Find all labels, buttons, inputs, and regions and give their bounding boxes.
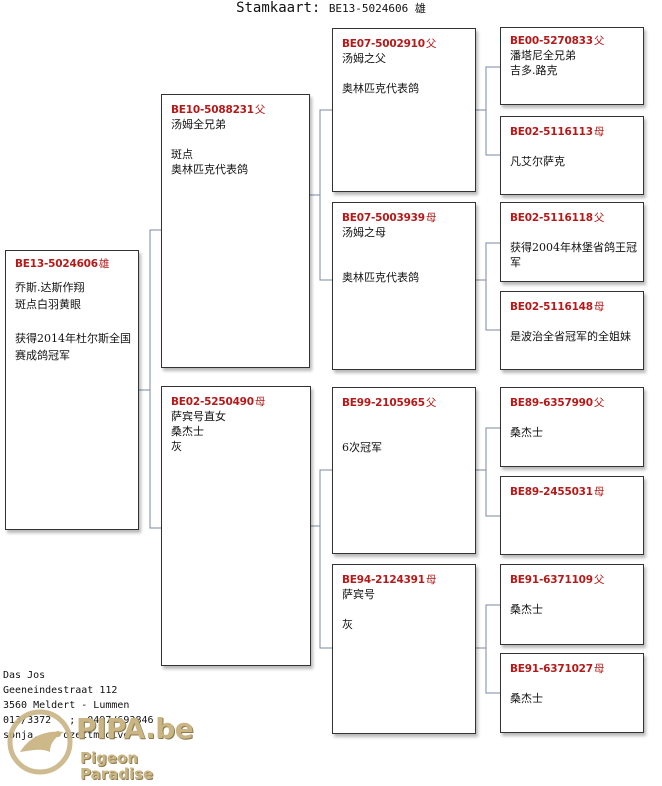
subject-ring: BE13-5024606雄 bbox=[15, 258, 110, 270]
owner-phone: 013/3372 ; 0497/693846 bbox=[3, 715, 154, 726]
fff-info: 潘塔尼全兄弟 吉多.路克 bbox=[510, 49, 576, 77]
pigeon-logo-icon bbox=[7, 709, 73, 775]
mmm-pigeon-card[interactable]: BE91-6371027母 桑杰士 bbox=[500, 653, 644, 733]
subject-pigeon-card[interactable]: BE13-5024606雄 乔斯.达斯作翔 斑点白羽黄眼 获得2014年杜尔斯全… bbox=[5, 250, 139, 530]
mm-ring: BE94-2124391母 bbox=[342, 574, 437, 586]
fmf-info: 获得2004年林堡省鸽王冠军 bbox=[510, 241, 637, 269]
owner-email: sonja. ozettmaoive bbox=[3, 730, 130, 741]
mf-info: 6次冠军 bbox=[342, 441, 382, 454]
ff-pigeon-card[interactable]: BE07-5002910父 汤姆之父 奥林匹克代表鸽 bbox=[332, 28, 476, 192]
owner-address: Das Jos Geeneindestraat 112 3560 Meldert… bbox=[3, 668, 154, 743]
ff-info: 汤姆之父 奥林匹克代表鸽 bbox=[342, 52, 419, 95]
fmf-ring: BE02-5116118父 bbox=[510, 212, 605, 224]
mf-ring: BE99-2105965父 bbox=[342, 397, 437, 409]
owner-city: 3560 Meldert - Lummen bbox=[3, 700, 130, 711]
father-pigeon-card[interactable]: BE10-5088231父 汤姆全兄弟 斑点 奥林匹克代表鸽 bbox=[161, 94, 310, 368]
ff-ring: BE07-5002910父 bbox=[342, 38, 437, 50]
fm-pigeon-card[interactable]: BE07-5003939母 汤姆之母 奥林匹克代表鸽 bbox=[332, 202, 476, 370]
father-info: 汤姆全兄弟 斑点 奥林匹克代表鸽 bbox=[171, 118, 248, 176]
mmm-ring: BE91-6371027母 bbox=[510, 663, 605, 675]
mff-ring: BE89-6357990父 bbox=[510, 397, 605, 409]
ffm-ring: BE02-5116113母 bbox=[510, 126, 605, 138]
mother-pigeon-card[interactable]: BE02-5250490母 萨宾号直女 桑杰士 灰 bbox=[161, 386, 311, 666]
fmf-pigeon-card[interactable]: BE02-5116118父 获得2004年林堡省鸽王冠军 bbox=[500, 202, 644, 282]
page-title: Stamkaart: BE13-5024606 雄 bbox=[0, 0, 662, 17]
mf-pigeon-card[interactable]: BE99-2105965父 6次冠军 bbox=[332, 387, 476, 554]
mff-info: 桑杰士 bbox=[510, 426, 543, 439]
ffm-pigeon-card[interactable]: BE02-5116113母 凡艾尔萨克 bbox=[500, 116, 644, 195]
mmf-ring: BE91-6371109父 bbox=[510, 574, 605, 586]
mother-info: 萨宾号直女 桑杰士 灰 bbox=[171, 410, 226, 453]
fm-info: 汤姆之母 奥林匹克代表鸽 bbox=[342, 226, 419, 284]
pipa-logo: PIPA.be Pigeon Paradise bbox=[6, 708, 206, 782]
mm-info: 萨宾号 灰 bbox=[342, 588, 375, 631]
mmf-info: 桑杰士 bbox=[510, 603, 543, 616]
fff-pigeon-card[interactable]: BE00-5270833父 潘塔尼全兄弟 吉多.路克 bbox=[500, 27, 644, 105]
mmf-pigeon-card[interactable]: BE91-6371109父 桑杰士 bbox=[500, 564, 644, 645]
fmm-ring: BE02-5116148母 bbox=[510, 301, 605, 313]
title-label: Stamkaart: bbox=[236, 0, 321, 16]
fm-ring: BE07-5003939母 bbox=[342, 212, 437, 224]
mmm-info: 桑杰士 bbox=[510, 692, 543, 705]
ffm-info: 凡艾尔萨克 bbox=[510, 155, 565, 168]
mfm-ring: BE89-2455031母 bbox=[510, 486, 605, 498]
logo-subtitle: Pigeon Paradise bbox=[80, 749, 154, 783]
fmm-pigeon-card[interactable]: BE02-5116148母 是波治全省冠军的全姐妹 bbox=[500, 291, 644, 370]
fff-ring: BE00-5270833父 bbox=[510, 35, 605, 47]
father-ring: BE10-5088231父 bbox=[171, 104, 266, 116]
fmm-info: 是波治全省冠军的全姐妹 bbox=[510, 330, 631, 343]
logo-text: PIPA.be bbox=[76, 712, 194, 745]
mfm-pigeon-card[interactable]: BE89-2455031母 bbox=[500, 476, 644, 555]
owner-name: Das Jos bbox=[3, 670, 46, 681]
mff-pigeon-card[interactable]: BE89-6357990父 桑杰士 bbox=[500, 387, 644, 467]
subject-info: 乔斯.达斯作翔 斑点白羽黄眼 获得2014年杜尔斯全国赛成鸽冠军 bbox=[15, 281, 131, 362]
mm-pigeon-card[interactable]: BE94-2124391母 萨宾号 灰 bbox=[332, 564, 476, 734]
title-ring: BE13-5024606 雄 bbox=[328, 2, 426, 15]
mother-ring: BE02-5250490母 bbox=[171, 396, 266, 408]
owner-street: Geeneindestraat 112 bbox=[3, 685, 118, 696]
